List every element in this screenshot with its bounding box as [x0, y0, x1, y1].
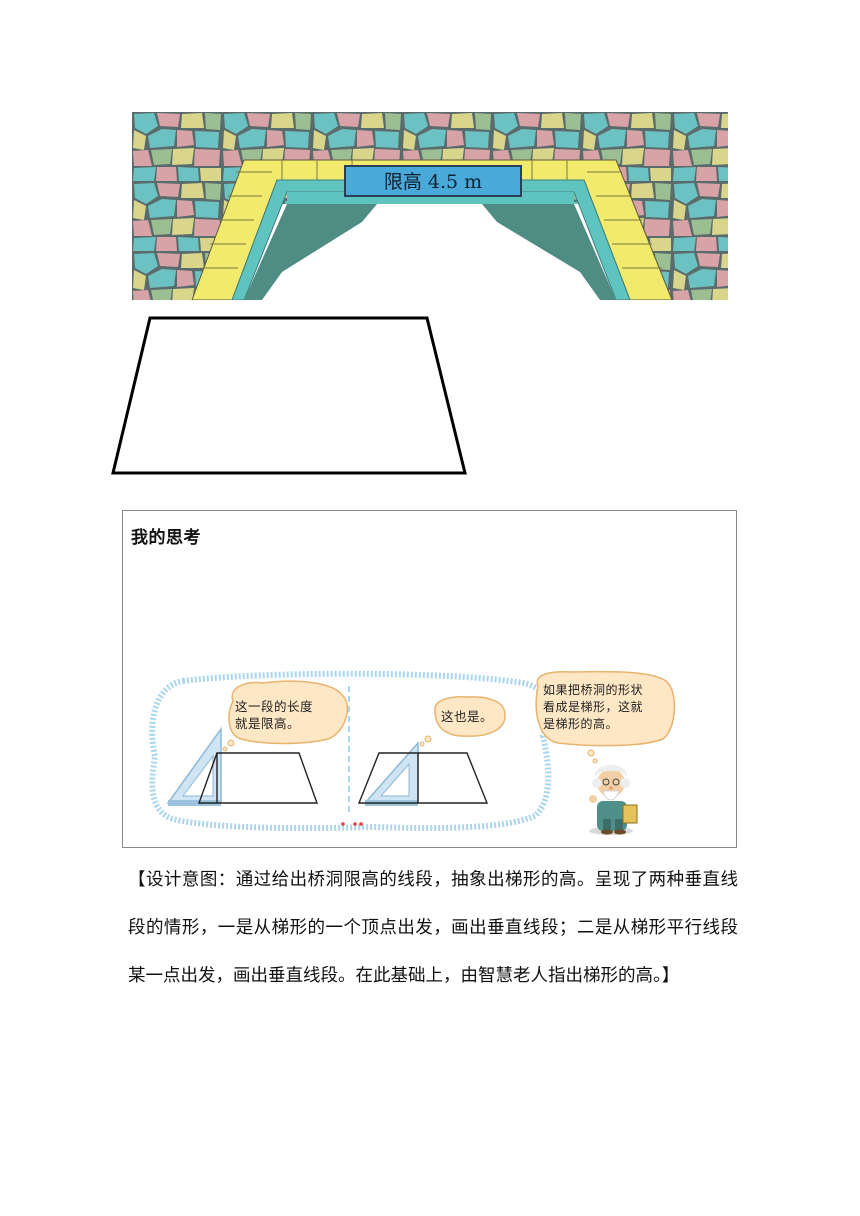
- middle-bubble-text: 这也是。: [441, 709, 494, 724]
- wise-old-man-icon: [589, 765, 638, 835]
- design-intention-paragraph: 【设计意图：通过给出桥洞限高的线段，抽象出梯形的高。呈现了两种垂直线段的情形，一…: [128, 870, 738, 986]
- left-small-trapezoid: [198, 752, 318, 804]
- right-bubble-line1: 如果把桥洞的形状: [543, 683, 644, 697]
- left-bubble-line1: 这一段的长度: [235, 699, 314, 714]
- left-bubble-line2: 就是限高。: [235, 716, 301, 731]
- right-bubble-line2: 看成是梯形，这就: [543, 700, 644, 714]
- trapezoid-shape: [111, 316, 467, 475]
- my-thinking-box: 我的思考: [122, 510, 737, 848]
- right-small-trapezoid: [357, 752, 489, 804]
- left-speech-bubble: [228, 680, 349, 745]
- right-speech-bubble: [535, 670, 676, 747]
- height-limit-sign: 限高 4.5 m: [384, 171, 482, 193]
- right-bubble-line3: 是梯形的高。: [543, 717, 619, 731]
- think-title: 我的思考: [131, 528, 201, 548]
- thinking-illustration: [149, 670, 676, 835]
- middle-speech-bubble: [434, 696, 506, 737]
- bridge-illustration: 限高 4.5 m: [132, 112, 728, 300]
